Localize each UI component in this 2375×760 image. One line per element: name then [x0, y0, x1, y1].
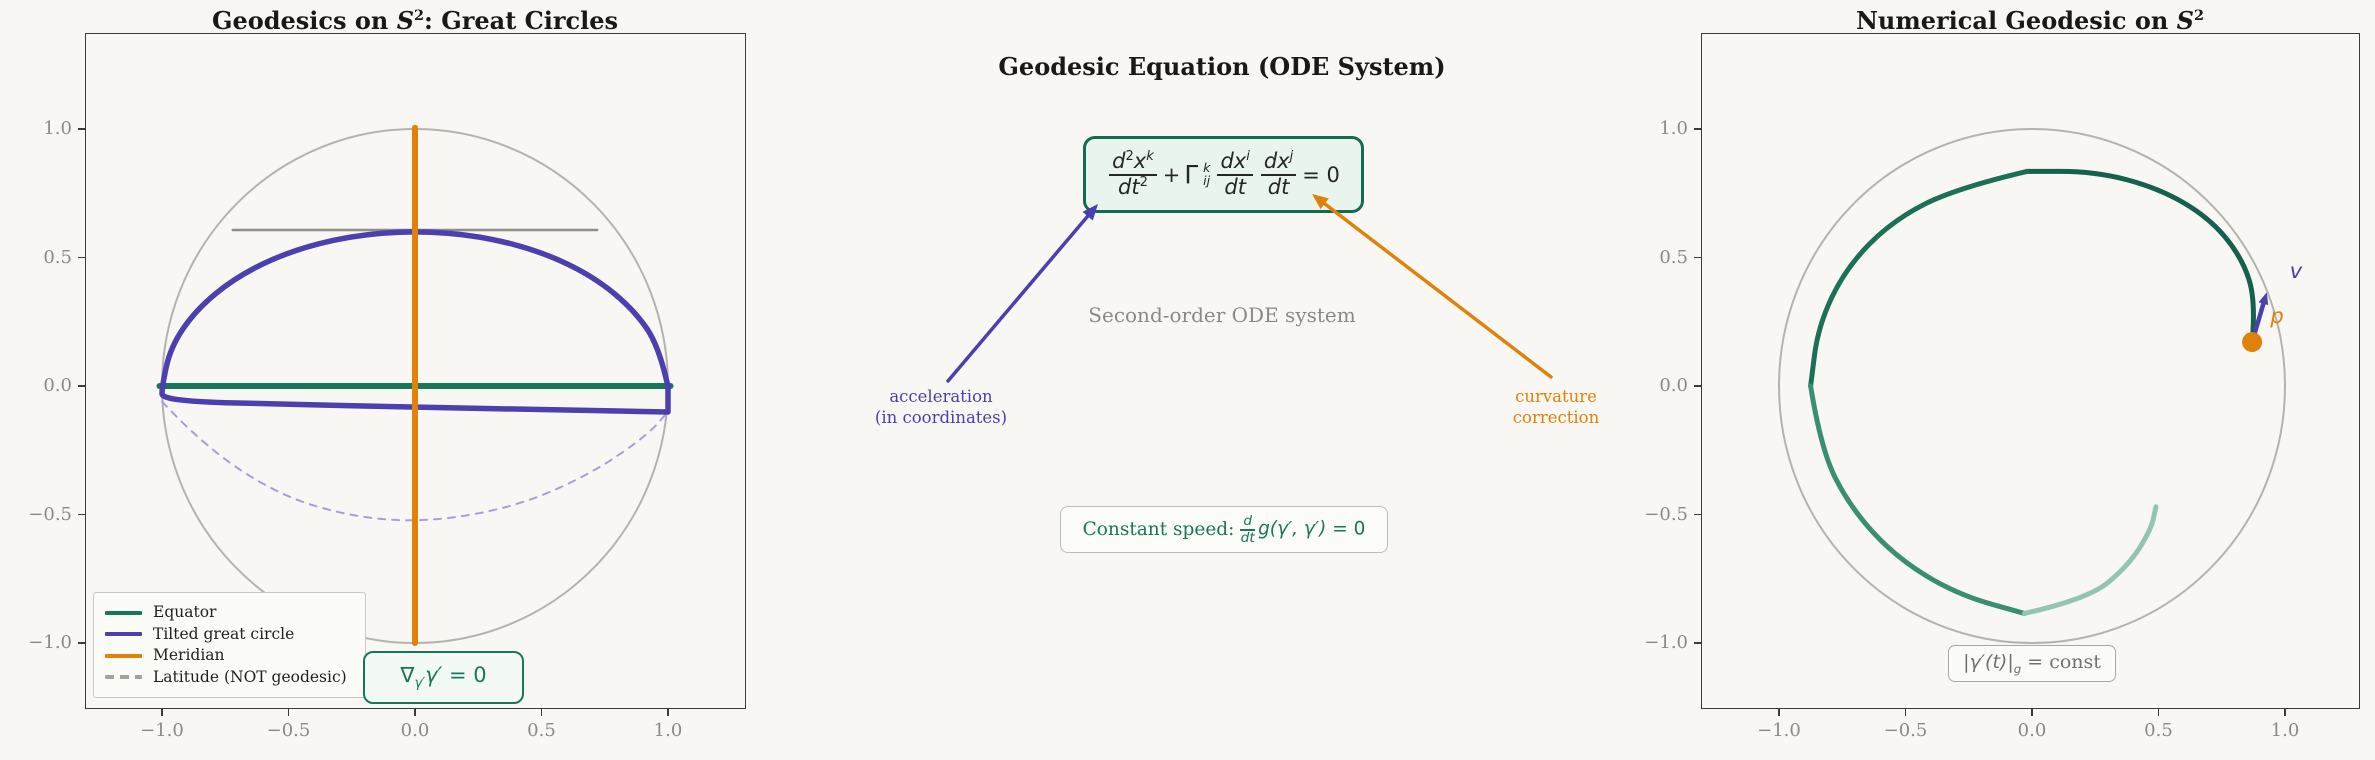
legend-item: Equator: [105, 602, 354, 624]
covariant-derivative-annotation: ∇γ′γ′ = 0: [363, 651, 524, 704]
x-tick-mark: [2157, 709, 2160, 716]
y-tick-mark: [1694, 385, 1701, 387]
constant-norm-box: |γ′(t)|g = const: [1948, 645, 2116, 682]
x-tick-mark: [161, 709, 163, 716]
left-title-prefix: Geodesics on: [211, 6, 397, 35]
x-tick-label: 1.0: [653, 720, 683, 741]
y-tick-label: −1.0: [28, 632, 72, 653]
legend-label: Meridian: [153, 646, 225, 664]
y-tick-mark: [78, 513, 85, 516]
y-tick-label: 0.5: [1659, 246, 1688, 268]
x-tick-label: 1.0: [2270, 720, 2300, 741]
x-tick-mark: [2284, 709, 2286, 716]
right-plot-canvas: [1778, 128, 2286, 644]
christoffel-gamma: Γ: [1184, 160, 1199, 189]
y-tick-mark: [78, 385, 85, 387]
y-tick-mark: [78, 256, 85, 259]
legend-item: Tilted great circle: [105, 624, 354, 646]
x-tick-label: −0.5: [266, 720, 311, 741]
x-tick-label: −1.0: [140, 720, 184, 741]
right-title-var: S: [2176, 6, 2195, 35]
sphere-outline: [1778, 128, 2286, 644]
velocity-fraction-j: dxj dt: [1260, 149, 1297, 199]
y-tick-mark: [1694, 513, 1701, 516]
x-tick-mark: [667, 709, 669, 716]
geodesic-seg1: [2024, 168, 2256, 345]
norm-expression: |γ′(t)|g = const: [1963, 651, 2101, 676]
velocity-fraction-i: dxi dt: [1217, 149, 1253, 199]
left-title-sup: 2: [414, 7, 425, 24]
y-tick-label: 0.5: [43, 246, 72, 268]
point-p: [2242, 332, 2263, 353]
x-tick-mark: [2031, 709, 2033, 716]
legend-swatch: [105, 653, 142, 658]
y-tick-mark: [1694, 256, 1701, 259]
x-tick-mark: [1778, 709, 1780, 716]
left-panel-title: Geodesics on S2: Great Circles: [212, 6, 618, 35]
right-plot-frame: [1701, 33, 2360, 709]
arrow-shaft: [1317, 197, 1553, 379]
legend-item: Latitude (NOT geodesic): [105, 667, 354, 689]
right-title-sup: 2: [2194, 7, 2205, 24]
x-tick-label: 0.0: [400, 720, 430, 741]
x-tick-mark: [1904, 709, 1907, 716]
y-tick-label: 0.0: [43, 375, 72, 396]
legend-swatch: [105, 610, 142, 615]
acceleration-callout: acceleration(in coordinates): [874, 387, 1008, 427]
legend-swatch: [105, 675, 142, 680]
x-tick-label: 0.0: [2017, 720, 2047, 741]
x-tick-label: 0.5: [527, 720, 556, 741]
tilted-great-circle: [159, 229, 671, 415]
y-tick-mark: [78, 642, 85, 644]
x-tick-mark: [414, 709, 416, 716]
right-title-prefix: Numerical Geodesic on: [1855, 6, 2177, 35]
legend-label: Latitude (NOT geodesic): [153, 667, 347, 686]
y-tick-label: 0.0: [1659, 375, 1688, 396]
legend-item: Meridian: [105, 645, 354, 667]
y-tick-mark: [1694, 642, 1701, 644]
legend-label: Tilted great circle: [153, 624, 295, 643]
left-title-var: S: [396, 6, 415, 35]
arrow-head: [2258, 292, 2269, 306]
y-tick-label: 1.0: [43, 118, 72, 139]
legend-label: Equator: [153, 603, 217, 621]
geodesic-seg4: [2021, 504, 2159, 616]
geodesic-seg3: [1808, 383, 2027, 616]
plus-sign: +: [1162, 162, 1181, 187]
x-tick-label: 0.5: [2144, 720, 2173, 741]
x-tick-mark: [287, 709, 290, 716]
equals-zero: = 0: [1302, 162, 1340, 187]
point-p-label: p: [2270, 304, 2284, 328]
middle-panel-title: Geodesic Equation (ODE System): [998, 52, 1446, 81]
y-tick-label: 1.0: [1659, 118, 1688, 139]
y-tick-mark: [1694, 128, 1701, 130]
right-panel-title: Numerical Geodesic on S2: [1856, 6, 2204, 35]
left-plot-canvas: [156, 124, 674, 646]
x-tick-mark: [540, 709, 543, 716]
arrow-shaft: [946, 208, 1095, 383]
nabla-symbol: ∇γ′γ′ = 0: [400, 663, 487, 692]
y-tick-mark: [78, 128, 85, 130]
geodesic-seg2: [1808, 168, 2030, 389]
y-tick-label: −0.5: [1644, 503, 1688, 525]
x-tick-label: −0.5: [1883, 720, 1928, 741]
tilted-great-circle-back: [161, 400, 669, 522]
acceleration-fraction: d2xk dt2: [1109, 149, 1157, 199]
left-title-suffix: : Great Circles: [424, 6, 619, 35]
y-tick-label: −0.5: [28, 503, 72, 525]
y-tick-label: −1.0: [1644, 632, 1688, 653]
velocity-v-label: v: [2289, 259, 2303, 283]
x-tick-label: −1.0: [1757, 720, 1801, 741]
left-plot-frame: [85, 33, 746, 709]
second-order-note: Second-order ODE system: [1088, 303, 1356, 327]
legend-swatch: [105, 632, 142, 637]
